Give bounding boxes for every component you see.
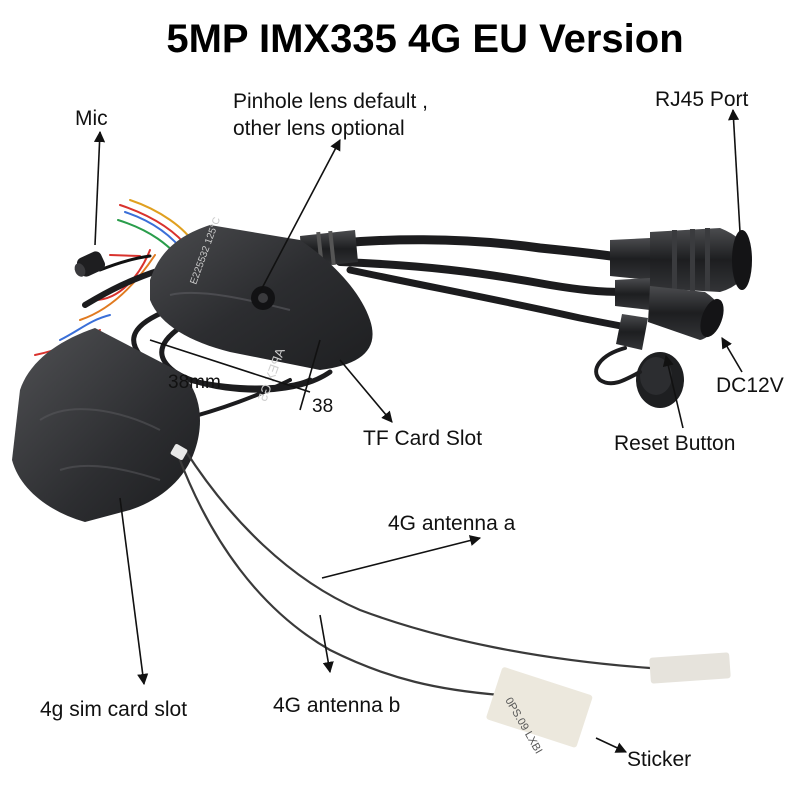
pinhole-label-line2: other lens optional [233, 117, 405, 140]
antenna-a-tab [649, 652, 731, 684]
rj45-connector [610, 228, 752, 292]
page-title: 5MP IMX335 4G EU Version [166, 17, 683, 61]
connector-cables [295, 235, 636, 332]
rj45-label: RJ45 Port [655, 88, 749, 111]
antenna-b-label: 4G antenna b [273, 694, 400, 717]
antenna-a-label: 4G antenna a [388, 512, 516, 535]
sim-module [12, 328, 200, 522]
sticker-tag: 0PS.09 LXBI [486, 667, 593, 756]
callout-lines [93, 108, 743, 753]
antenna-wires [170, 444, 652, 697]
tf-card-label: TF Card Slot [363, 427, 482, 450]
camera-module: E225532 125°C APEX G5 [150, 216, 373, 403]
pinhole-label-line1: Pinhole lens default , [233, 90, 428, 113]
dc12v-label: DC12V [716, 374, 784, 397]
dc-connector [615, 278, 724, 340]
mic-label: Mic [75, 107, 108, 130]
mic-capsule [74, 251, 106, 277]
sim-slot-label: 4g sim card slot [40, 698, 187, 721]
sticker-label: Sticker [627, 748, 691, 771]
reset-label: Reset Button [614, 432, 735, 455]
dimension-38-label: 38 [312, 396, 333, 417]
dimension-38mm-label: 38mm [168, 372, 221, 393]
